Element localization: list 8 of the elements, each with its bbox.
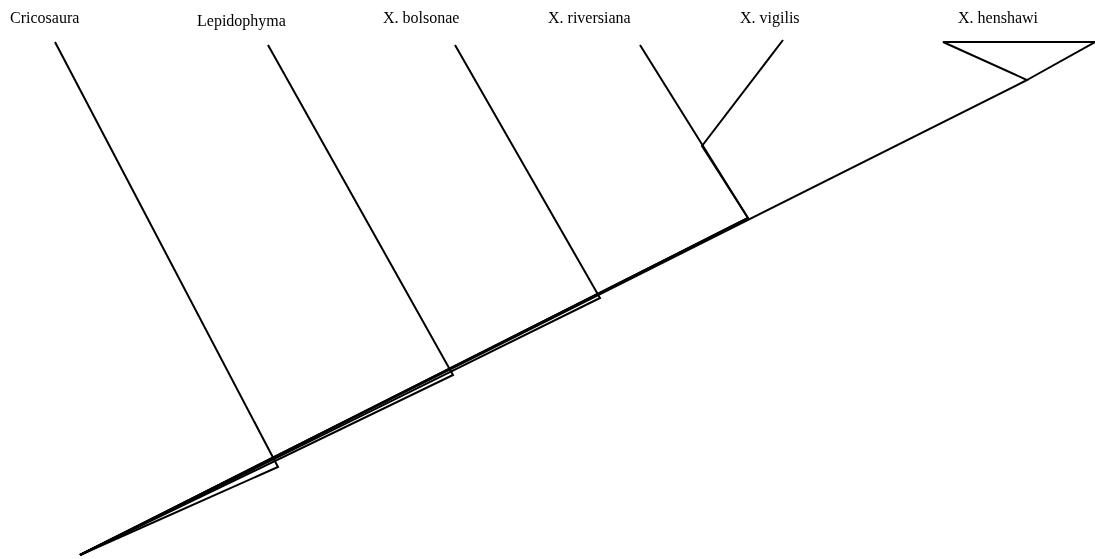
taxon-label: X. bolsonae [383, 9, 460, 27]
branch-line [79, 41, 1095, 556]
taxon-label: X. vigilis [740, 9, 800, 27]
taxon-label: Lepidophyma [197, 12, 286, 30]
branch-line [54, 41, 280, 556]
taxon-label: X. henshawi [958, 9, 1038, 27]
taxon-label: Cricosaura [10, 9, 80, 27]
taxon-label: X. riversiana [548, 9, 631, 27]
